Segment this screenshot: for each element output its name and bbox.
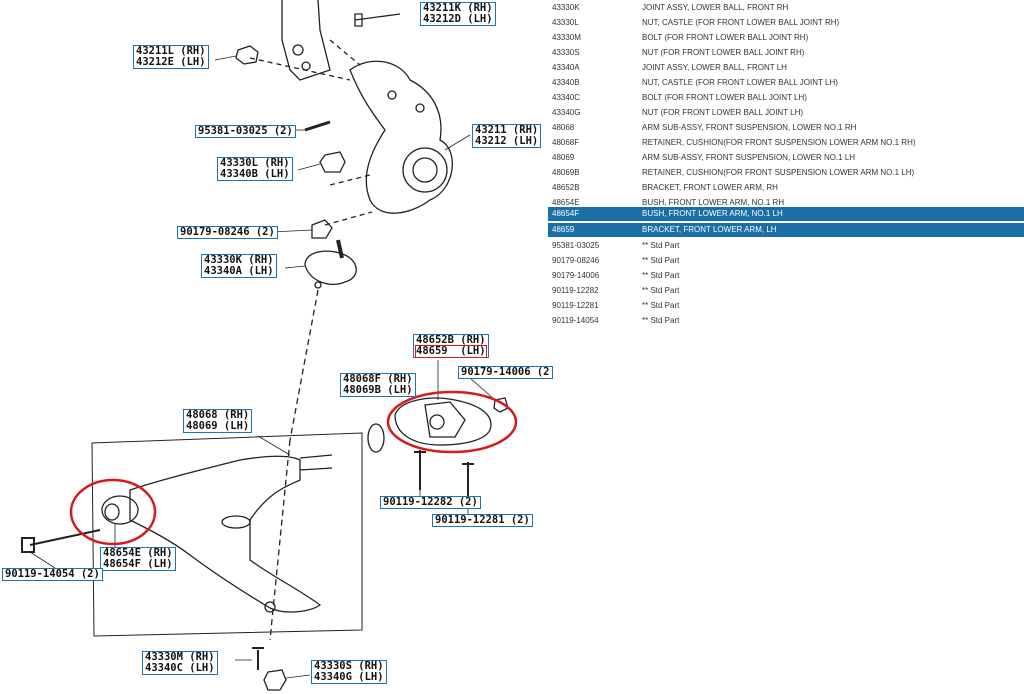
castle-nut-shape (319, 151, 346, 173)
callout-48068F[interactable]: 48068F (RH)48069B (LH) (340, 373, 416, 397)
part-row-90119-12282[interactable]: 90119-12282 ** Std Part (548, 284, 1024, 298)
part-number: 43340G (552, 108, 581, 117)
callout-43211[interactable]: 43211 (RH)43212 (LH) (472, 124, 542, 148)
part-row-48068[interactable]: 48068 ARM SUB-ASSY, FRONT SUSPENSION, LOW… (548, 121, 1024, 135)
ball-joint-shape (304, 250, 357, 285)
part-description: BOLT (FOR FRONT LOWER BALL JOINT RH) (642, 33, 809, 42)
lower-arm-shape (129, 455, 322, 613)
nut-shape-1 (235, 45, 259, 65)
part-number: 48068F (552, 138, 580, 147)
callout-48654E[interactable]: 48654E (RH)48654F (LH) (100, 547, 176, 571)
part-row-48659[interactable]: 48659 BRACKET, FRONT LOWER ARM, LH (548, 223, 1024, 237)
callout-48652B[interactable]: 48652B (RH)48659 (LH) (413, 334, 489, 358)
callout-43330S[interactable]: 43330S (RH)43340G (LH) (311, 660, 387, 684)
part-row-90179-08246[interactable]: 90179-08246 ** Std Part (548, 254, 1024, 268)
highlight-circle-bush (69, 478, 157, 546)
callout-43330M[interactable]: 43330M (RH)43340C (LH) (142, 651, 218, 675)
nut-shape-2 (311, 219, 333, 239)
parts-diagram: 43211K (RH)43212D (LH) 43211L (RH)43212E… (2, 0, 553, 691)
bush-shape (101, 495, 139, 525)
part-row-48654F[interactable]: 48654F BUSH, FRONT LOWER ARM, NO.1 LH (548, 207, 1024, 221)
part-row-48069[interactable]: 48069 ARM SUB-ASSY, FRONT SUSPENSION, LOW… (548, 151, 1024, 165)
part-row-48654E[interactable]: 48654E BUSH, FRONT LOWER ARM, NO.1 RH (548, 196, 1024, 210)
part-description: ** Std Part (642, 301, 680, 310)
long-bolt-shape (21, 529, 101, 553)
part-number: 95381-03025 (552, 241, 600, 250)
part-description: NUT (FOR FRONT LOWER BALL JOINT RH) (642, 48, 805, 57)
part-description: NUT (FOR FRONT LOWER BALL JOINT LH) (642, 108, 804, 117)
part-row-43340A[interactable]: 43340A JOINT ASSY, LOWER BALL, FRONT LH (548, 61, 1024, 75)
part-description: NUT, CASTLE (FOR FRONT LOWER BALL JOINT … (642, 18, 840, 27)
callout-90119-12281[interactable]: 90119-12281 (2) (432, 514, 533, 527)
part-row-90179-14006[interactable]: 90179-14006 ** Std Part (548, 269, 1024, 283)
part-row-43340G[interactable]: 43340G NUT (FOR FRONT LOWER BALL JOINT LH… (548, 106, 1024, 120)
part-description: ARM SUB-ASSY, FRONT SUSPENSION, LOWER NO… (642, 123, 857, 132)
part-row-43330K[interactable]: 43330K JOINT ASSY, LOWER BALL, FRONT RH (548, 1, 1024, 15)
strut-bracket-shape (281, 0, 331, 81)
part-number: 48654F (552, 209, 580, 218)
part-description: JOINT ASSY, LOWER BALL, FRONT LH (642, 63, 787, 72)
part-description: BUSH, FRONT LOWER ARM, NO.1 RH (642, 198, 785, 207)
part-number: 90179-08246 (552, 256, 600, 265)
steering-knuckle-shape (349, 60, 453, 214)
part-row-90119-12281[interactable]: 90119-12281 ** Std Part (548, 299, 1024, 313)
part-description: RETAINER, CUSHION(FOR FRONT SUSPENSION L… (642, 138, 916, 147)
part-number: 43330K (552, 3, 580, 12)
part-row-43330M[interactable]: 43330M BOLT (FOR FRONT LOWER BALL JOINT R… (548, 31, 1024, 45)
washer-shape (367, 423, 385, 453)
part-row-48652B[interactable]: 48652B BRACKET, FRONT LOWER ARM, RH (548, 181, 1024, 195)
part-row-48069B[interactable]: 48069B RETAINER, CUSHION(FOR FRONT SUSPEN… (548, 166, 1024, 180)
part-row-43330L[interactable]: 43330L NUT, CASTLE (FOR FRONT LOWER BALL … (548, 16, 1024, 30)
part-description: BUSH, FRONT LOWER ARM, NO.1 LH (642, 209, 783, 218)
part-description: BRACKET, FRONT LOWER ARM, RH (642, 183, 778, 192)
top-bolt-shape (354, 13, 401, 27)
callout-90179-14006[interactable]: 90179-14006 (2 (458, 366, 553, 379)
part-number: 43330S (552, 48, 580, 57)
part-description: ARM SUB-ASSY, FRONT SUSPENSION, LOWER NO… (642, 153, 856, 162)
callout-43211K[interactable]: 43211K (RH)43212D (LH) (420, 2, 496, 26)
callout-43330L[interactable]: 43330L (RH)43340B (LH) (217, 157, 293, 181)
part-number: 90119-12281 (552, 301, 599, 310)
part-number: 43340C (552, 93, 581, 102)
part-description: JOINT ASSY, LOWER BALL, FRONT RH (642, 3, 789, 12)
part-row-95381-03025[interactable]: 95381-03025 ** Std Part (548, 239, 1024, 253)
part-row-90119-14054[interactable]: 90119-14054 ** Std Part (548, 314, 1024, 328)
callout-95381-03025[interactable]: 95381-03025 (2) (195, 125, 296, 138)
part-row-43330S[interactable]: 43330S NUT (FOR FRONT LOWER BALL JOINT RH… (548, 46, 1024, 60)
part-number: 43330M (552, 33, 581, 42)
diagram-drawing (21, 0, 518, 691)
part-number: 43340B (552, 78, 580, 87)
part-description: BRACKET, FRONT LOWER ARM, LH (642, 225, 777, 234)
part-description: ** Std Part (642, 241, 680, 250)
part-number: 90119-14054 (552, 316, 599, 325)
callout-90119-14054[interactable]: 90119-14054 (2) (2, 568, 103, 581)
part-number: 48069 (552, 153, 575, 162)
part-description: NUT, CASTLE (FOR FRONT LOWER BALL JOINT … (642, 78, 838, 87)
part-number: 48659 (552, 225, 575, 234)
part-description: ** Std Part (642, 286, 680, 295)
part-number: 48068 (552, 123, 575, 132)
callout-90119-12282[interactable]: 90119-12282 (2) (380, 496, 481, 509)
part-number: 48069B (552, 168, 580, 177)
part-number: 90119-12282 (552, 286, 599, 295)
part-row-48068F[interactable]: 48068F RETAINER, CUSHION(FOR FRONT SUSPEN… (548, 136, 1024, 150)
part-number: 48652B (552, 183, 580, 192)
part-number: 48654E (552, 198, 580, 207)
part-description: BOLT (FOR FRONT LOWER BALL JOINT LH) (642, 93, 807, 102)
part-number: 43330L (552, 18, 579, 27)
bracket-shape (394, 397, 492, 446)
part-row-43340C[interactable]: 43340C BOLT (FOR FRONT LOWER BALL JOINT L… (548, 91, 1024, 105)
callout-43330K[interactable]: 43330K (RH)43340A (LH) (201, 254, 277, 278)
callout-90179-08246[interactable]: 90179-08246 (2) (177, 226, 278, 239)
highlight-circle-bracket (386, 390, 518, 454)
part-description: ** Std Part (642, 316, 680, 325)
part-description: ** Std Part (642, 256, 680, 265)
callout-43211L[interactable]: 43211L (RH)43212E (LH) (133, 45, 209, 69)
part-number: 90179-14006 (552, 271, 600, 280)
part-row-43340B[interactable]: 43340B NUT, CASTLE (FOR FRONT LOWER BALL … (548, 76, 1024, 90)
part-description: RETAINER, CUSHION(FOR FRONT SUSPENSION L… (642, 168, 915, 177)
part-description: ** Std Part (642, 271, 680, 280)
part-number: 43340A (552, 63, 580, 72)
callout-48068[interactable]: 48068 (RH)48069 (LH) (183, 409, 253, 433)
